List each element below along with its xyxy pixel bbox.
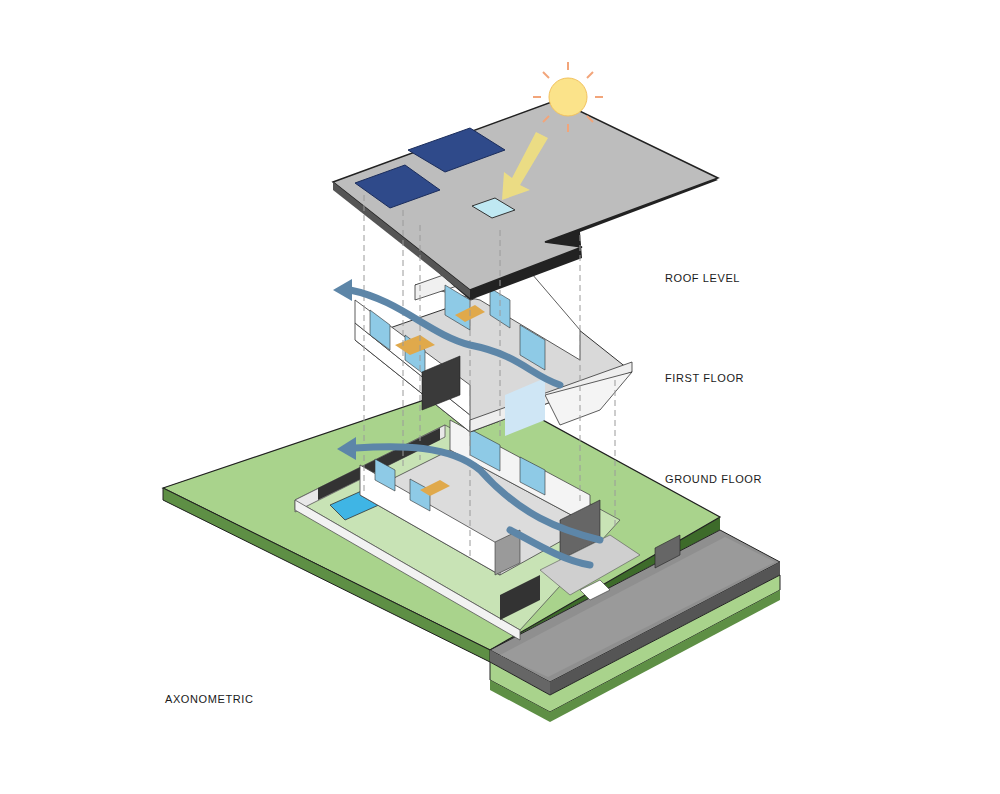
level-label: GROUND FLOOR — [665, 473, 762, 485]
level-label: FIRST FLOOR — [665, 372, 744, 384]
level-label: AXONOMETRIC — [165, 693, 254, 705]
level-label: ROOF LEVEL — [665, 272, 740, 284]
